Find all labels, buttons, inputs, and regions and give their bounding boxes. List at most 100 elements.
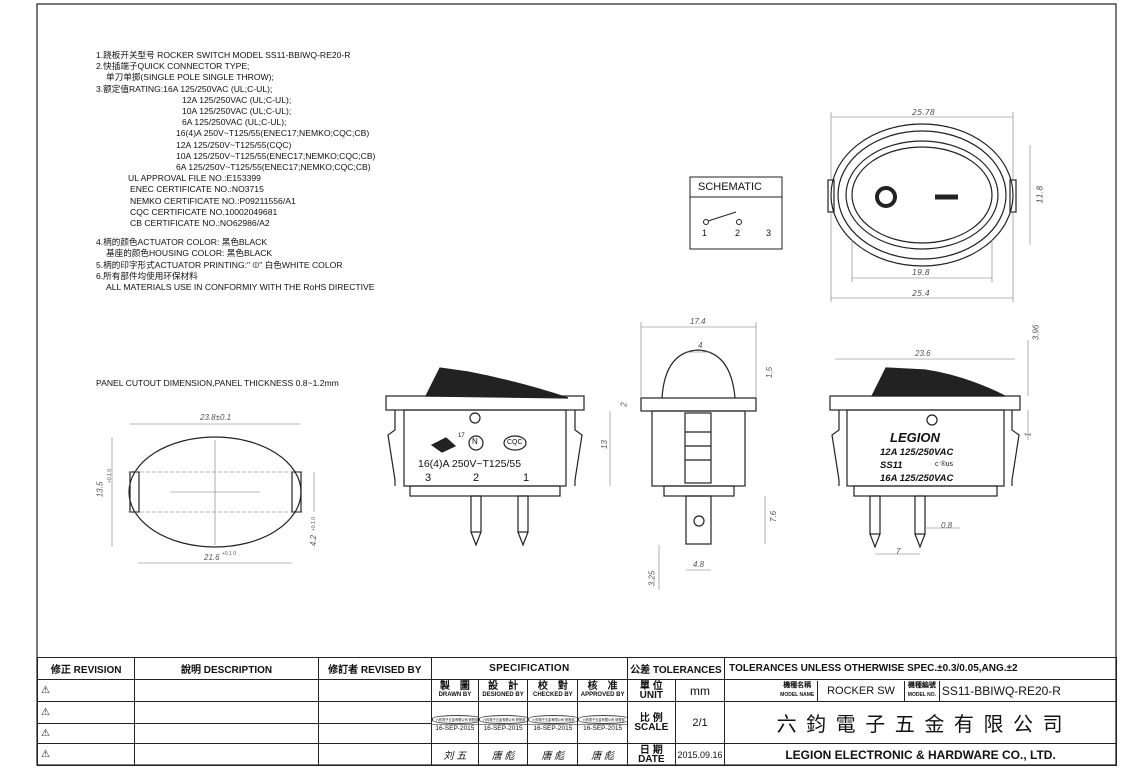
revision-mark: ⚠ — [36, 743, 136, 766]
approved-name: 唐 彪 — [577, 743, 628, 766]
dim-label: 3.96 — [1031, 324, 1041, 341]
company-stamp: 六鈞電子五金有限公司 研發部 — [528, 715, 577, 724]
dim-label: 1 — [1023, 432, 1033, 437]
unit-value: mm — [674, 679, 726, 702]
unit-en: UNIT — [639, 689, 663, 701]
dim-tolerance: +0.1 0 — [222, 551, 237, 557]
revised-by-cell — [317, 701, 432, 724]
dim-label: 23.8±0.1 — [200, 413, 232, 422]
revised-by-cell — [317, 679, 432, 702]
dim-label: 7.6 — [769, 510, 779, 523]
back-view — [829, 340, 1029, 555]
sign-date: 16-SEP-2015 — [479, 724, 527, 732]
scale-en: SCALE — [634, 721, 669, 733]
note-line: UL APPROVAL FILE NO.:E153399 — [128, 173, 261, 184]
top-view — [827, 112, 1031, 302]
ul-mark: c ®us — [935, 461, 953, 468]
dim-label: 23.6 — [915, 349, 931, 358]
back-brand: LEGION — [890, 430, 940, 445]
note-line: CB CERTIFICATE NO.:NO62986/A2 — [130, 218, 270, 229]
spec-notes: 1.跷板开关型号 ROCKER SWITCH MODEL SS11-BBIWQ-… — [96, 50, 375, 293]
schematic-terminal: 2 — [735, 228, 741, 238]
note-line: NEMKO CERTIFICATE NO.:P09211556/A1 — [130, 195, 296, 206]
revised-by-cell — [317, 723, 432, 744]
company-stamp: 六鈞電子五金有限公司 研發部 — [578, 715, 627, 724]
note-line: ALL MATERIALS USE IN CONFORMIY WITH THE … — [106, 282, 375, 293]
front-view — [385, 367, 585, 547]
title-block: 修正 REVISION 說明 DESCRIPTION 修訂者 REVISED B… — [36, 657, 1117, 766]
company-name-cn: 六 鈞 電 子 五 金 有 限 公 司 — [724, 701, 1117, 744]
date-value: 2015.09.16 — [674, 743, 726, 766]
revision-mark: ⚠ — [36, 701, 136, 724]
approved-cn: 核 准 — [587, 680, 618, 692]
unit-cn: 單 位 — [639, 680, 663, 692]
tolerances-text: TOLERANCES UNLESS OTHERWISE SPEC.±0.3/0.… — [724, 657, 1117, 680]
note-line: 16(4)A 250V~T125/55(ENEC17;NEMKO;CQC;CB) — [176, 128, 370, 139]
model-name-cn: 機種名稱 — [783, 682, 812, 689]
dim-label: 4 — [698, 341, 703, 350]
dim-label: 2 — [619, 402, 629, 407]
revision-header: 修正 REVISION — [36, 657, 136, 680]
description-cell — [134, 743, 319, 766]
company-name-en: LEGION ELECTRONIC & HARDWARE CO., LTD. — [724, 743, 1117, 766]
revised-by-cell — [317, 743, 432, 766]
drawn-name: 刘 五 — [430, 743, 479, 766]
dim-label: 4.8 — [693, 560, 705, 569]
front-terminal: 2 — [473, 472, 480, 484]
model-no-value: SS11-BBIWQ-RE20-R — [938, 680, 1061, 701]
schematic-box — [689, 176, 783, 250]
description-cell — [134, 723, 319, 744]
approved-en: APPROVED BY — [580, 691, 625, 698]
dim-label: 3.25 — [647, 570, 657, 587]
front-terminal: 1 — [523, 472, 530, 484]
dim-label: 13 — [599, 440, 609, 449]
description-cell — [134, 679, 319, 702]
model-name-value: ROCKER SW — [817, 680, 906, 701]
checked-en: CHECKED BY — [533, 691, 573, 698]
revision-mark: ⚠ — [36, 679, 136, 702]
date-en: DATE — [638, 753, 665, 765]
schematic-title: SCHEMATIC — [698, 181, 762, 193]
tolerances-header: 公差 TOLERANCES — [626, 657, 726, 680]
note-line: 2.快插端子QUICK CONNECTOR TYPE; — [96, 61, 250, 72]
note-line: 6A 125/250V~T125/55(ENEC17;NEMKO;CQC;CB) — [176, 162, 371, 173]
dim-label: 17.4 — [690, 317, 706, 326]
dim-label: 25.4 — [912, 289, 930, 298]
note-line: 10A 125/250V~T125/55(ENEC17;NEMKO;CQC;CB… — [176, 150, 376, 161]
designed-en: DESIGNED BY — [482, 691, 524, 698]
dim-label: 1.5 — [765, 366, 775, 379]
sign-date: 16-SEP-2015 — [432, 724, 478, 732]
note-line: 12A 125/250VAC (UL;C-UL); — [182, 94, 292, 105]
model-no-cn: 機種編號 — [907, 682, 936, 689]
checked-cn: 校 對 — [537, 680, 568, 692]
drawn-en: DRAWN BY — [438, 691, 472, 698]
dim-tolerance: +0.1 0 — [107, 468, 114, 484]
back-rating-line: SS11 — [880, 460, 903, 471]
note-line: CQC CERTIFICATE NO.10002049681 — [130, 206, 278, 217]
company-stamp: 六鈞電子五金有限公司 研發部 — [432, 715, 478, 724]
note-line: 4.柄的颜色ACTUATOR COLOR: 黑色BLACK — [96, 237, 268, 248]
panel-cutout-label: PANEL CUTOUT DIMENSION,PANEL THICKNESS 0… — [96, 378, 339, 388]
schematic-terminal: 3 — [766, 228, 772, 238]
designed-cn: 設 計 — [488, 680, 519, 692]
schematic-terminal: 1 — [702, 228, 708, 238]
checked-name: 唐 彪 — [527, 743, 579, 766]
dim-label: 0.8 — [941, 521, 953, 530]
note-line: 12A 125/250V~T125/55(CQC) — [176, 139, 292, 150]
drawn-cn: 製 圖 — [439, 680, 470, 692]
dim-label: 21.6 — [204, 553, 220, 562]
panel-cutout-view — [111, 423, 315, 564]
note-line: 6.所有部件均使用环保材料 — [96, 270, 198, 281]
back-rating-line: 16A 125/250VAC — [880, 473, 954, 484]
sign-date: 16-SEP-2015 — [578, 724, 627, 732]
nemko-mark: N — [472, 437, 478, 446]
